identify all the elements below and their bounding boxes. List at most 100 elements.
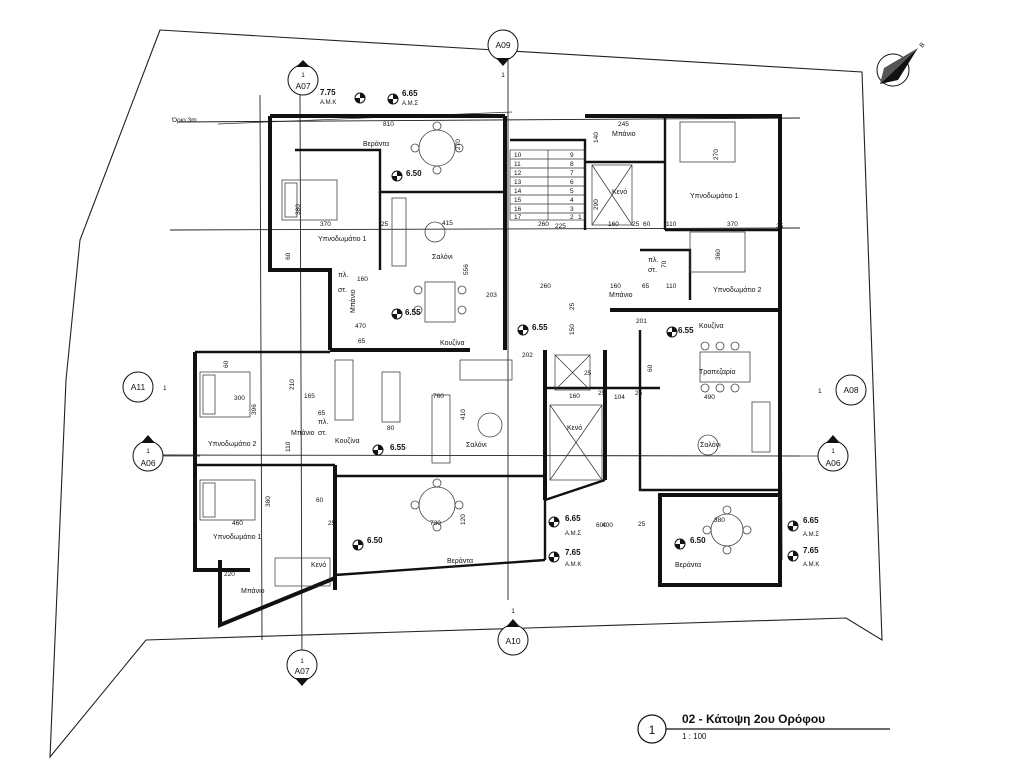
dim-text: 110 xyxy=(666,221,677,228)
level-value: 6.65 xyxy=(402,89,418,98)
dim-text: 25 xyxy=(635,390,643,397)
section-marker-a06-east: A06 1 xyxy=(817,435,849,472)
title-block: 1 02 - Κάτοψη 2ου Ορόφου 1 : 100 xyxy=(637,712,890,744)
room-bath-east: Μπάνιο xyxy=(609,291,633,299)
section-marker-a07-bottom: A07 1 xyxy=(286,649,318,686)
dim-text: 210 xyxy=(289,379,296,390)
dim-text: 270 xyxy=(713,149,720,160)
dim-text: 65 xyxy=(642,283,650,290)
room-bath-southwest: Μπάνιο xyxy=(241,587,265,595)
level-sub: Α.Μ.Κ xyxy=(565,562,581,568)
dim-text: 165 xyxy=(304,393,315,400)
level-marker: 6.55 xyxy=(666,326,694,338)
dim-text: 60 xyxy=(643,221,651,228)
dim-text: 60 xyxy=(647,364,654,372)
level-value: 6.55 xyxy=(678,326,694,335)
dim-text: 225 xyxy=(555,223,566,230)
room-veranda-top: Βεράντα xyxy=(363,140,389,148)
level-marker: 6.65 Α.Μ.Σ xyxy=(387,89,418,107)
room-bedroom2-west: Υπνοδωμάτιο 2 xyxy=(208,440,256,448)
level-marker: 6.50 xyxy=(391,169,422,182)
room-veranda-south: Βεράντα xyxy=(447,557,473,565)
dim-text: 810 xyxy=(383,121,394,128)
section-marker-label: A09 xyxy=(495,40,510,50)
dim-text: 300 xyxy=(234,395,245,402)
level-value: 6.55 xyxy=(532,323,548,332)
stair-step-12: 12 xyxy=(514,170,522,177)
dim-text: 410 xyxy=(460,409,467,420)
room-saloni-west: Σαλόνι xyxy=(432,253,453,261)
level-value: 6.50 xyxy=(690,536,706,545)
dim-text: 120 xyxy=(460,514,467,525)
dim-text: 370 xyxy=(727,221,738,228)
level-sub: Α.Μ.Σ xyxy=(402,101,418,107)
room-kitchen-southwest: Κουζίνα xyxy=(335,437,360,445)
section-marker-a10: A10 1 xyxy=(497,608,529,656)
level-marker: 6.65 Α.Μ.Σ xyxy=(787,516,819,538)
room-kitchen-east: Κουζίνα xyxy=(699,322,724,330)
dim-text: 760 xyxy=(433,393,444,400)
dim-text: 396 xyxy=(251,404,258,415)
room-saloni-southwest: Σαλόνι xyxy=(466,441,487,449)
level-marker: 7.75 Α.Μ.Κ xyxy=(320,88,366,106)
room-linen-west: πλ. xyxy=(338,272,348,279)
dim-text: 220 xyxy=(224,571,235,578)
dim-text: 150 xyxy=(569,324,576,335)
dim-text: 25 xyxy=(632,221,640,228)
dim-text: 400 xyxy=(602,522,613,529)
dim-text: 110 xyxy=(285,441,292,452)
grid-lines xyxy=(149,60,801,671)
stair-step-6: 6 xyxy=(570,179,574,186)
room-void-north: Κενό xyxy=(612,188,627,196)
level-value: 7.65 xyxy=(565,548,581,557)
dim-text: 140 xyxy=(593,132,600,143)
room-linen-east: πλ. xyxy=(648,257,658,264)
dim-text: 260 xyxy=(538,221,549,228)
stair-step-13: 13 xyxy=(514,179,522,186)
room-bedroom1-northeast: Υπνοδωμάτιο 1 xyxy=(690,192,738,200)
section-marker-label: A08 xyxy=(843,385,858,395)
dim-text: 203 xyxy=(486,292,497,299)
dim-text: 360 xyxy=(715,249,722,260)
dim-text: 65 xyxy=(318,410,326,417)
drawing-scale: 1 : 100 xyxy=(682,732,707,741)
dim-text: 556 xyxy=(463,264,470,275)
level-sub: Α.Μ.Σ xyxy=(565,531,581,537)
section-marker-number: 1 xyxy=(511,608,515,615)
voids xyxy=(274,164,633,587)
dim-text: 25 xyxy=(776,223,784,230)
view-number: 1 xyxy=(649,723,656,737)
dim-text: 110 xyxy=(666,283,677,290)
north-arrow-icon: B xyxy=(876,41,926,87)
stair-step-15: 15 xyxy=(514,197,522,204)
dim-text: 70 xyxy=(661,260,668,268)
room-bedroom1-west: Υπνοδωμάτιο 1 xyxy=(318,235,366,243)
dim-text: 25 xyxy=(598,390,606,397)
room-bath-west: Μπάνιο xyxy=(349,289,357,313)
level-value: 7.75 xyxy=(320,88,336,97)
stair-step-7: 7 xyxy=(570,170,574,177)
room-veranda-east: Βεράντα xyxy=(675,561,701,569)
level-sub: Α.Μ.Κ xyxy=(803,562,819,568)
setback-label: Όριο 3m xyxy=(171,117,197,124)
stair-step-2: 2 xyxy=(570,214,574,221)
plot-boundary xyxy=(49,29,883,759)
room-bath-west2: Μπάνιο xyxy=(291,429,315,437)
level-value: 6.55 xyxy=(405,308,421,317)
section-marker-label: A07 xyxy=(295,81,310,91)
level-value: 6.55 xyxy=(390,443,406,452)
level-marker: 7.65 Α.Μ.Κ xyxy=(548,548,581,568)
stair-step-4: 4 xyxy=(570,197,574,204)
dim-text: 25 xyxy=(638,521,646,528)
dim-text: 60 xyxy=(223,360,230,368)
section-marker-number: 1 xyxy=(301,72,305,79)
dim-text: 60 xyxy=(316,497,324,504)
north-label: B xyxy=(918,41,926,49)
room-dining-east: Τραπεζαρία xyxy=(699,368,736,376)
level-marker: 6.55 xyxy=(391,308,421,320)
section-marker-number: 1 xyxy=(163,385,167,392)
section-marker-label: A06 xyxy=(825,458,840,468)
walls xyxy=(193,114,782,628)
level-sub: Α.Μ.Σ xyxy=(803,532,819,538)
stair-step-10: 10 xyxy=(514,152,522,159)
